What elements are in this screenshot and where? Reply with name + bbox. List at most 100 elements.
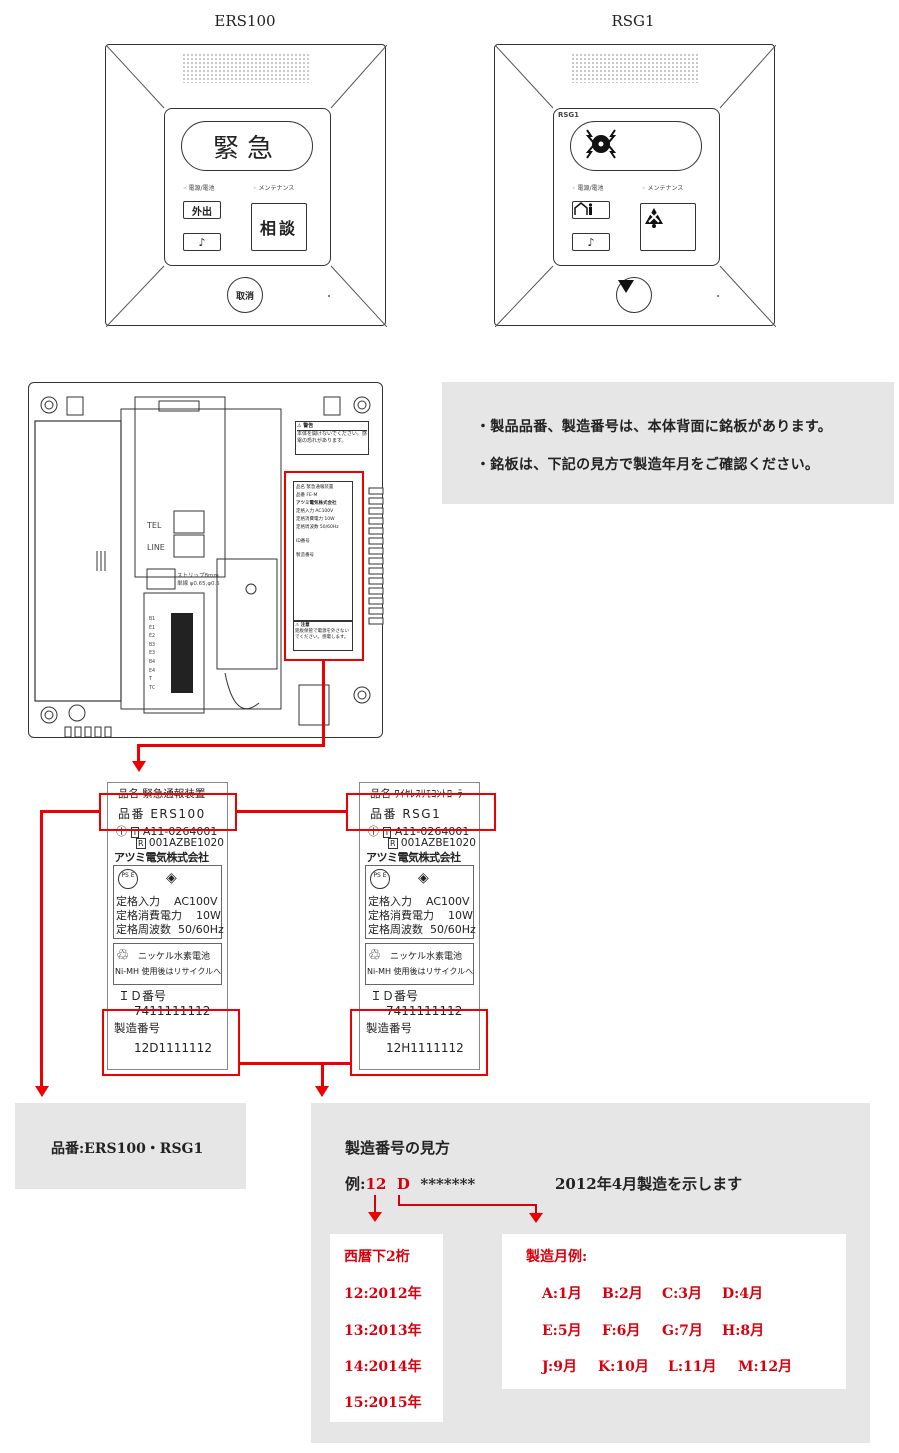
- back-panel-drawing: [34, 396, 384, 738]
- month-item: H:8月: [722, 1323, 765, 1339]
- device-bevel-lines: [106, 45, 387, 327]
- wire-label: 単線 φ0.65,φ0.5: [177, 581, 220, 587]
- serial-label: 製造番号: [366, 1021, 412, 1035]
- serial-label: 製造番号: [114, 1021, 160, 1035]
- indicator-dot: [717, 295, 719, 297]
- month-item: C:3月: [662, 1286, 703, 1302]
- connector-line: [240, 1062, 350, 1065]
- id-value: 7411111112: [134, 1004, 211, 1018]
- rated-input: 定格入力 AC100V: [368, 895, 470, 908]
- ers100-face: 緊急 ◦ 電源/電池 ◦ メンテナンス 外出 ♪ 相談: [164, 108, 331, 266]
- month-item: D:4月: [722, 1286, 764, 1302]
- guide-title: 製造番号の見方: [345, 1139, 451, 1157]
- serial-guide: 製造番号の見方 例:12 D ******* 2012年4月製造を示します 西暦…: [311, 1103, 870, 1443]
- cancel-button[interactable]: [616, 277, 652, 313]
- arrow-down-icon: [132, 761, 146, 772]
- battery-type: ニッケル水素電池: [138, 952, 211, 962]
- connector-line: [535, 1204, 537, 1214]
- away-button[interactable]: [572, 201, 610, 219]
- model-number: 品番 RSG1: [370, 807, 442, 821]
- id-value: 7411111112: [386, 1004, 463, 1018]
- pse-mark-icon: PS E: [370, 869, 390, 889]
- recycle-icon: ♲: [116, 946, 130, 964]
- arrow-down-icon: [529, 1213, 543, 1223]
- model-box: 品番:ERS100・RSG1: [15, 1103, 246, 1189]
- model-highlight-rsg1: [346, 793, 496, 831]
- rsg1-face: RSG1 ◦ 電源/電池 ◦ メンテナンス ♪: [553, 108, 720, 266]
- month-item: E:5月: [542, 1323, 582, 1339]
- power-led-label: ◦ 電源/電池: [572, 185, 604, 192]
- pse-mark-icon: PS E: [118, 869, 138, 889]
- info-line-2: ・銘板は、下記の見方で製造年月をご確認ください。: [476, 457, 820, 473]
- month-item: J:9月: [542, 1359, 577, 1375]
- month-item: M:12月: [738, 1359, 793, 1375]
- rsg1-title: RSG1: [611, 12, 655, 30]
- recycle-icon: ♲: [368, 946, 382, 964]
- caution-label: ⚠ 注意 銘板保管で電源を外さないでください。感電します。: [293, 621, 353, 651]
- battery-recycle: Ni-MH 使用後はリサイクルへ: [115, 967, 222, 976]
- serial-value: 12D1111112: [134, 1041, 212, 1055]
- info-line-1: ・製品品番、製造番号は、本体背面に銘板があります。: [476, 419, 833, 435]
- example-line: 例:12 D *******: [345, 1175, 476, 1193]
- house-person-icon: [574, 202, 593, 215]
- model-number: 品番 ERS100: [118, 807, 206, 821]
- indicator-dot: [328, 295, 330, 297]
- connector-line: [321, 1062, 324, 1088]
- month-item: A:1月: [542, 1286, 582, 1302]
- year-item: 15:2015年: [344, 1395, 422, 1411]
- example-month: D: [396, 1175, 410, 1193]
- nameplate-highlight: [284, 471, 364, 661]
- warning-label: ⚠ 警告 本体を開けないでください。感電の恐れがあります。: [295, 421, 369, 455]
- example-year: 12: [365, 1175, 387, 1193]
- month-item: B:2月: [602, 1286, 643, 1302]
- call-button[interactable]: [640, 203, 696, 251]
- rated-frequency: 定格周波数 50/60Hz: [368, 923, 476, 936]
- month-item: L:11月: [668, 1359, 717, 1375]
- ers100-device: 緊急 ◦ 電源/電池 ◦ メンテナンス 外出 ♪ 相談 取消: [105, 44, 387, 327]
- maintenance-led-label: ◦ メンテナンス: [253, 185, 295, 192]
- device-bevel-lines: [495, 45, 776, 327]
- cancel-button[interactable]: 取消: [227, 277, 263, 313]
- music-button[interactable]: ♪: [572, 233, 610, 251]
- month-item: G:7月: [662, 1323, 703, 1339]
- model-text: 品番:ERS100・RSG1: [51, 1141, 204, 1157]
- power-led-label: ◦ 電源/電池: [183, 185, 215, 192]
- consult-button[interactable]: 相談: [251, 203, 307, 251]
- connector-line: [322, 660, 325, 746]
- music-button[interactable]: ♪: [183, 233, 221, 251]
- cert-2: R 001AZBE1020: [136, 837, 224, 849]
- ratings-box: PS E ◈ 定格入力 AC100V 定格消費電力 10W 定格周波数 50/6…: [113, 865, 224, 939]
- arrow-down-icon: [315, 1086, 329, 1097]
- month-item: K:10月: [598, 1359, 649, 1375]
- diamond-icon: ◈: [418, 870, 429, 886]
- ers100-title: ERS100: [214, 12, 276, 30]
- year-item: 13:2013年: [344, 1323, 422, 1339]
- battery-box: ♲ ニッケル水素電池 Ni-MH 使用後はリサイクルへ: [113, 943, 222, 985]
- connector-line: [40, 810, 100, 813]
- battery-recycle: Ni-MH 使用後はリサイクルへ: [367, 967, 474, 976]
- connector-line: [237, 810, 346, 813]
- cert-2: R 001AZBE1020: [388, 837, 476, 849]
- rsg1-device: RSG1 ◦ 電源/電池 ◦ メンテナンス ♪: [494, 44, 776, 327]
- out-button[interactable]: 外出: [183, 201, 221, 219]
- maintenance-led-label: ◦ メンテナンス: [642, 185, 684, 192]
- cert-1: ㊉ T A11-0264001: [116, 825, 218, 838]
- arrow-down-icon: [35, 1086, 49, 1097]
- month-header: 製造月例:: [526, 1249, 588, 1265]
- emergency-button[interactable]: 緊急: [181, 121, 313, 171]
- id-label: ＩＤ番号: [370, 989, 419, 1003]
- diamond-icon: ◈: [166, 870, 177, 886]
- id-label: ＩＤ番号: [118, 989, 167, 1003]
- year-item: 12:2012年: [344, 1286, 422, 1302]
- bell-cross-icon: [645, 208, 663, 228]
- battery-type: ニッケル水素電池: [390, 952, 463, 962]
- triangle-down-icon: [618, 280, 634, 293]
- rated-power: 定格消費電力 10W: [116, 909, 221, 922]
- rated-power: 定格消費電力 10W: [368, 909, 473, 922]
- rated-input: 定格入力 AC100V: [116, 895, 218, 908]
- line-label: LINE: [147, 543, 165, 552]
- model-highlight-ers100: [99, 793, 237, 831]
- connector-line: [374, 1195, 376, 1213]
- emergency-button[interactable]: [570, 121, 702, 171]
